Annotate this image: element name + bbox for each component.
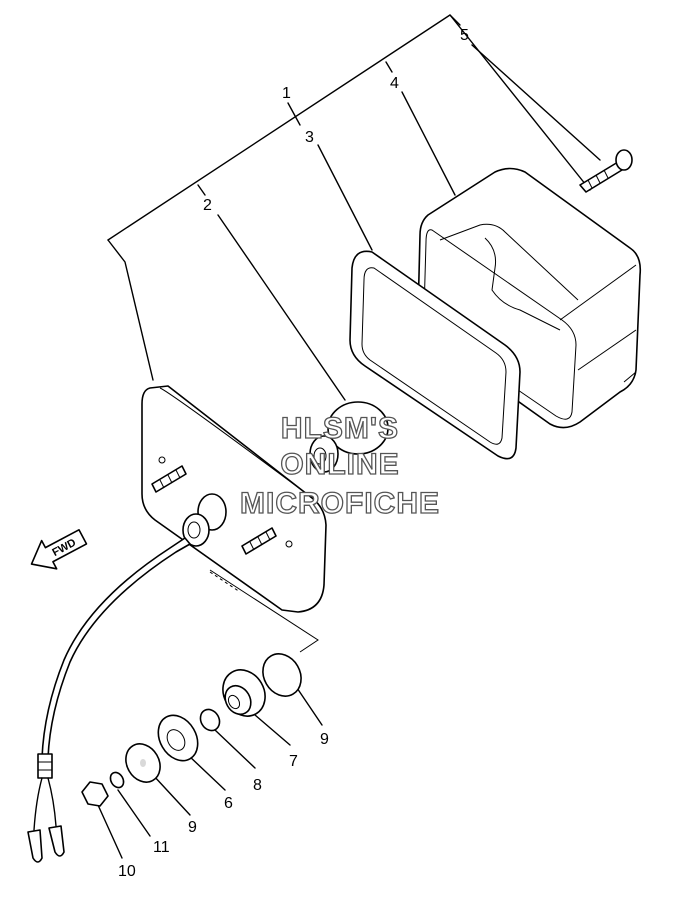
callout-numbers: 1 2 3 4 5 6 7 8 9 9 10 11	[118, 27, 469, 880]
callout-9-bottom: 9	[188, 819, 197, 836]
lock-washer-part-11	[109, 771, 125, 789]
callout-4: 4	[390, 75, 399, 92]
callout-6: 6	[224, 795, 233, 812]
watermark-line-1: HLSM'S	[281, 412, 399, 445]
washer-part-9-bottom	[125, 743, 161, 783]
nut-part-10	[81, 781, 109, 807]
callout-2: 2	[203, 197, 212, 214]
gasket-part-3	[349, 250, 521, 460]
damper-part-6	[157, 714, 199, 762]
bulb-part-2	[309, 401, 389, 473]
callout-5: 5	[460, 27, 469, 44]
screw-part-5	[579, 149, 633, 193]
collar-part-8	[199, 708, 221, 732]
callout-7: 7	[289, 753, 298, 770]
callout-11: 11	[153, 839, 170, 856]
fwd-direction-arrow: FWD	[30, 528, 88, 570]
callout-10: 10	[118, 863, 136, 880]
callout-8: 8	[253, 777, 262, 794]
grommet-part-7	[222, 669, 266, 717]
watermark-line-3: MICROFICHE	[240, 487, 440, 520]
washer-part-9-top	[262, 653, 302, 697]
callout-3: 3	[305, 129, 314, 146]
housing-base-plate	[141, 385, 327, 613]
callout-9-top: 9	[320, 731, 329, 748]
leader-lines	[97, 14, 601, 859]
watermark: HLSM'S ONLINE MICROFICHE	[239, 411, 440, 520]
callout-1: 1	[282, 85, 291, 102]
wire-harness	[27, 537, 191, 863]
watermark-line-2: ONLINE	[280, 448, 399, 481]
